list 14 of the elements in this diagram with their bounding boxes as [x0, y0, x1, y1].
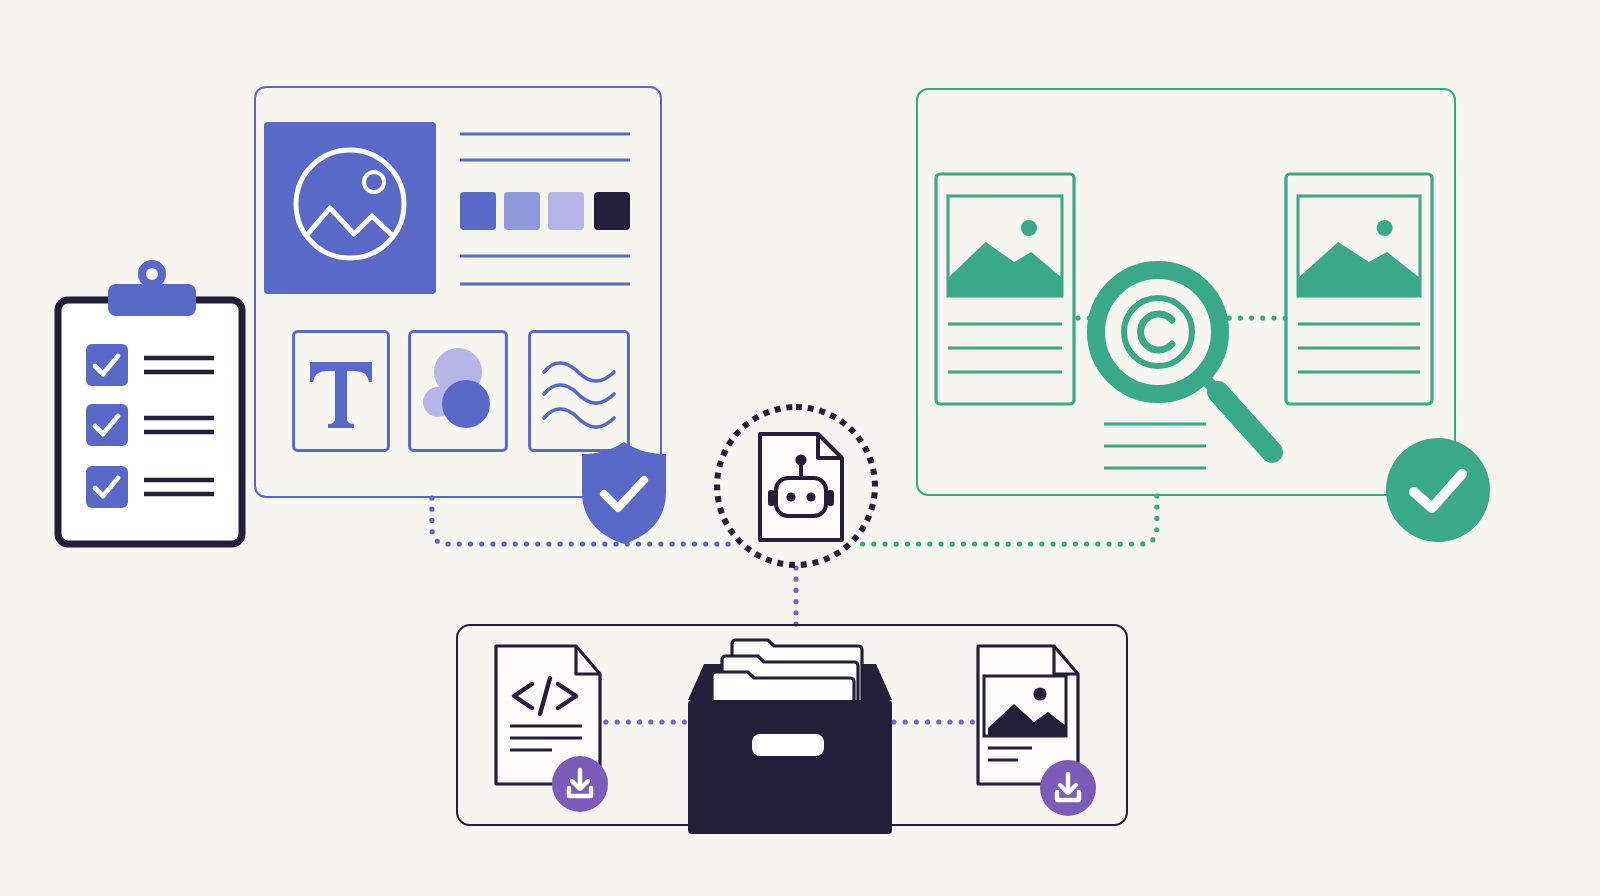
- dotted-connector: [1226, 315, 1289, 321]
- dotted-connector: [793, 565, 799, 627]
- dotted-circle: [714, 404, 878, 568]
- image-file-icon: [974, 642, 1083, 789]
- dotted-connector: [891, 719, 979, 725]
- dotted-connector: [603, 719, 693, 725]
- dotted-connector: [1075, 315, 1094, 321]
- design-panel: [254, 86, 662, 498]
- copyright-magnifier-icon: [1086, 260, 1285, 465]
- image-file-icon: [934, 172, 1077, 407]
- file-cabinet-icon: [688, 638, 893, 835]
- image-file-icon: [1284, 172, 1435, 407]
- code-file-icon: [492, 642, 605, 789]
- comparison-panel: [916, 88, 1456, 496]
